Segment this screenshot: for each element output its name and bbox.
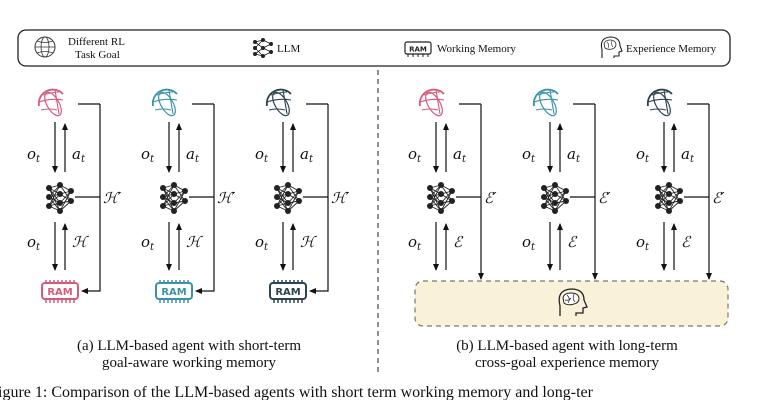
obs-label-bottom-a2: ot <box>141 233 155 253</box>
legend-goal-line1: Different RL <box>68 36 125 48</box>
act-label-top-a1: at <box>72 145 86 165</box>
svg-text:RAM: RAM <box>47 287 72 298</box>
memory-label-a1: ℋ <box>72 233 89 251</box>
goal-globe-icon-a1 <box>37 88 64 117</box>
memory-label-a3: ℋ <box>300 233 317 251</box>
experience-memory-brain-icon <box>558 288 588 316</box>
svg-text:RAM: RAM <box>275 287 300 298</box>
memory-prime-label-b1: ℰ′ <box>484 189 497 207</box>
goal-globe-icon-b3 <box>646 88 673 117</box>
act-label-top-a2: at <box>186 145 200 165</box>
obs-label-bottom-b2: ot <box>522 233 536 253</box>
obs-label-bottom-a3: ot <box>255 233 269 253</box>
bracket-arrow-a2 <box>195 104 215 294</box>
ram-chip-icon-a1: RAM <box>41 280 79 303</box>
obs-label-top-b1: ot <box>408 145 422 165</box>
ram-chip-icon-a2: RAM <box>155 280 193 303</box>
legend-working-memory-label: Working Memory <box>437 43 516 55</box>
llm-network-icon-b1 <box>427 182 455 214</box>
act-label-top-b2: at <box>567 145 581 165</box>
caption-b-line1: (b) LLM-based agent with long-term <box>456 338 678 354</box>
ram-chip-icon-a3: RAM <box>269 280 307 303</box>
goal-globe-icon-b2 <box>532 88 559 117</box>
bracket-arrow-a3 <box>309 104 329 294</box>
caption-b-line2: cross-goal experience memory <box>475 355 660 371</box>
legend-goal-line2: Task Goal <box>75 49 120 61</box>
obs-label-top-a3: ot <box>255 145 269 165</box>
memory-label-b3: ℰ <box>681 233 692 251</box>
globe-icon <box>34 36 56 58</box>
llm-network-icon-a1 <box>46 182 74 214</box>
caption-a-line2: goal-aware working memory <box>102 355 277 371</box>
svg-text:RAM: RAM <box>161 287 186 298</box>
goal-globe-icon-a2 <box>151 88 178 117</box>
brain-head-icon <box>600 36 623 58</box>
obs-label-bottom-b3: ot <box>636 233 650 253</box>
ram-icon: RAM <box>404 41 432 57</box>
memory-prime-label-a2: ℋ′ <box>217 189 236 207</box>
figure-caption-footer: igure 1: Comparison of the LLM-based age… <box>0 384 594 400</box>
llm-network-icon-a2 <box>160 182 188 214</box>
legend-box <box>17 29 731 67</box>
act-label-top-a3: at <box>300 145 314 165</box>
act-label-top-b3: at <box>681 145 695 165</box>
memory-prime-label-a1: ℋ′ <box>103 189 122 207</box>
neural-network-icon <box>253 38 273 58</box>
obs-label-top-a2: ot <box>141 145 155 165</box>
memory-label-a2: ℋ <box>186 233 203 251</box>
llm-network-icon-a3 <box>274 182 302 214</box>
obs-label-top-b3: ot <box>636 145 650 165</box>
bracket-arrow-a1 <box>81 104 101 294</box>
legend-ram-text: RAM <box>409 46 427 54</box>
obs-label-top-a1: ot <box>27 145 41 165</box>
legend-experience-memory-label: Experience Memory <box>626 43 717 55</box>
obs-label-top-b2: ot <box>522 145 536 165</box>
legend: Different RL Task Goal LLM RAM Working M… <box>17 29 731 67</box>
legend-llm-label: LLM <box>277 43 300 55</box>
llm-network-icon-b3 <box>655 182 683 214</box>
obs-label-bottom-b1: ot <box>408 233 422 253</box>
goal-globe-icon-a3 <box>265 88 292 117</box>
memory-prime-label-a3: ℋ′ <box>331 189 350 207</box>
obs-label-bottom-a1: ot <box>27 233 41 253</box>
goal-globe-icon-b1 <box>418 88 445 117</box>
memory-label-b1: ℰ <box>453 233 464 251</box>
memory-prime-label-b3: ℰ′ <box>712 189 725 207</box>
llm-network-icon-b2 <box>541 182 569 214</box>
caption-a-line1: (a) LLM-based agent with short-term <box>77 338 301 354</box>
memory-label-b2: ℰ <box>567 233 578 251</box>
act-label-top-b1: at <box>453 145 467 165</box>
memory-prime-label-b2: ℰ′ <box>598 189 611 207</box>
